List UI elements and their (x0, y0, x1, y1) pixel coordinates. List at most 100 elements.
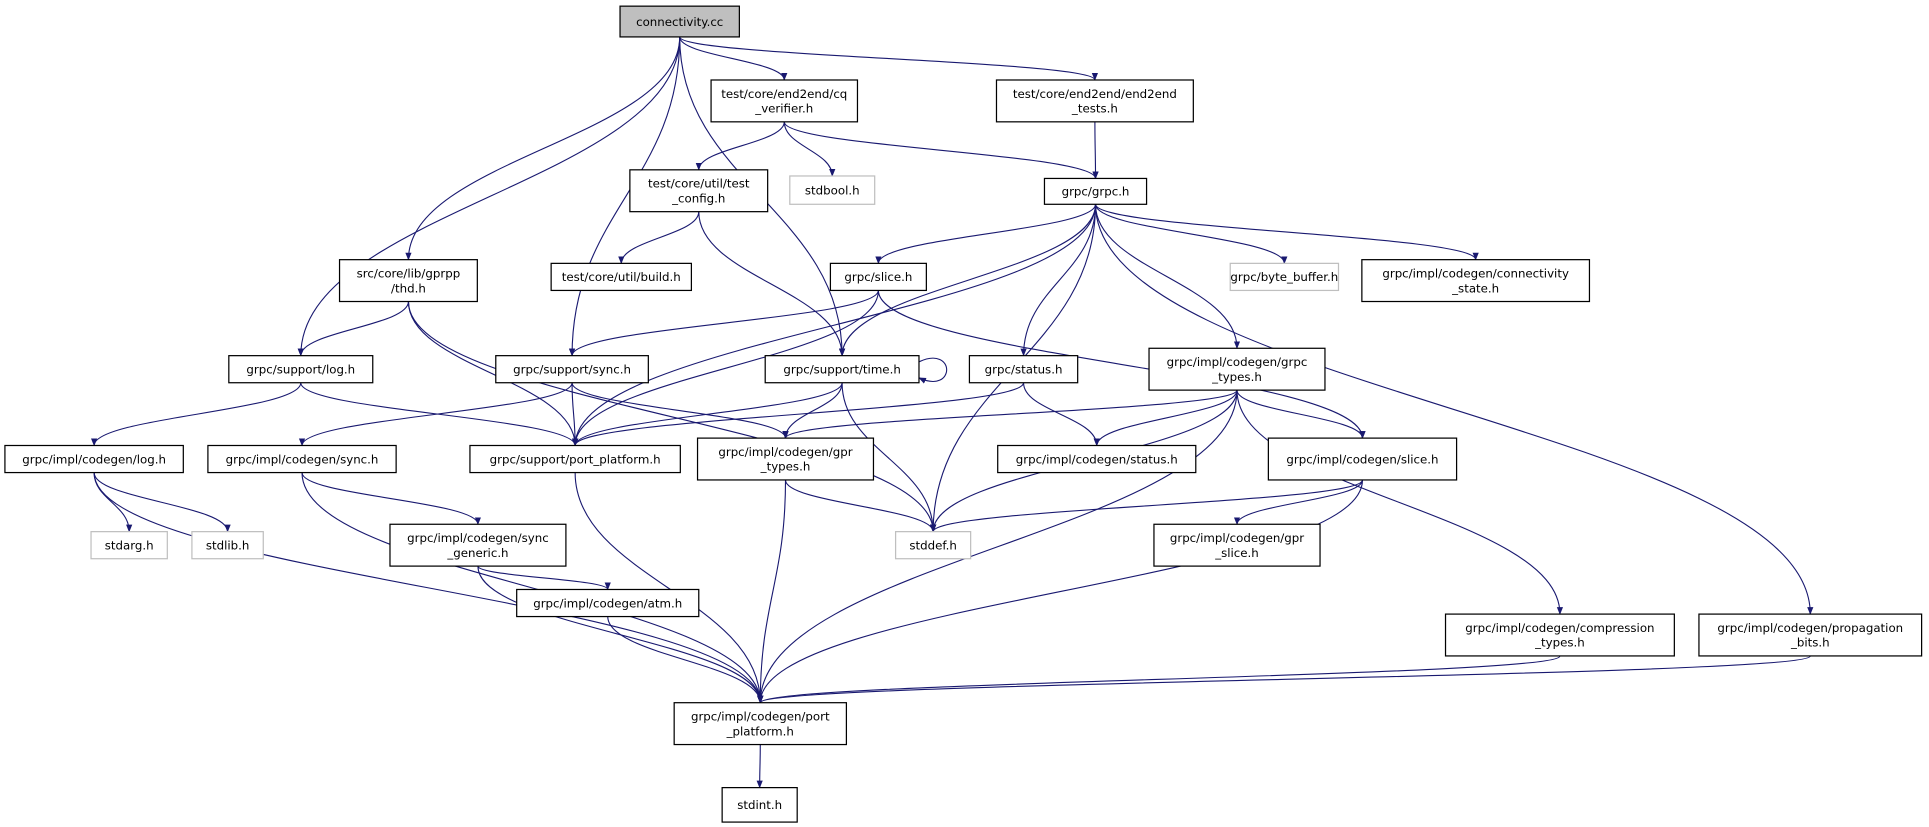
edge-syncgen-to-cpp (477, 566, 764, 704)
edge-cqv-to-tcfg (695, 121, 785, 171)
node-stddef-h[interactable]: stddef.h (894, 531, 972, 560)
node-grpc-impl-codegen-connectivity-state-h[interactable]: grpc/impl/codegen/connectivity_state.h (1361, 259, 1591, 303)
node-label: stdarg.h (105, 538, 154, 552)
edge-spp-to-cpp (574, 472, 764, 704)
edge-slice-to-cslice (877, 290, 1366, 439)
edge-thd-to-spp (407, 301, 579, 447)
node-box (995, 79, 1194, 123)
edge-grpc-to-bytebuf (1094, 204, 1288, 265)
node-box (997, 444, 1197, 474)
node-box (696, 437, 875, 481)
node-stdbool-h[interactable]: stdbool.h (789, 175, 876, 205)
edge-cc-to-log (297, 36, 681, 357)
node-grpc-impl-codegen-grpc-types-h[interactable]: grpc/impl/codegen/grpc_types.h (1148, 347, 1326, 391)
edge-grpc-to-connstate (1094, 204, 1479, 261)
node-box (228, 355, 374, 384)
node-box (1361, 259, 1591, 303)
node-label: grpc/impl/codegen/gpr_slice.h (1170, 531, 1304, 560)
node-label: grpc/impl/codegen/port_platform.h (691, 710, 830, 739)
node-box (1698, 613, 1923, 657)
node-grpc-impl-codegen-gpr-slice-h[interactable]: grpc/impl/codegen/gpr_slice.h (1153, 523, 1321, 567)
edge-syncgen-to-atm (477, 565, 611, 591)
edge-clog-to-cpp (93, 472, 764, 704)
node-box (710, 79, 859, 123)
edge-thd-to-stddef (407, 301, 937, 533)
node-grpc-impl-codegen-log-h[interactable]: grpc/impl/codegen/log.h (4, 444, 184, 474)
node-label: test/core/end2end/cq_verifier.h (721, 87, 847, 116)
node-label: src/core/lib/gprpp/thd.h (357, 267, 461, 296)
node-label: grpc/support/port_platform.h (490, 452, 661, 466)
node-grpc-impl-codegen-slice-h[interactable]: grpc/impl/codegen/slice.h (1267, 437, 1458, 481)
node-box (673, 702, 848, 746)
node-box (389, 523, 567, 567)
node-grpc-impl-codegen-sync-generic-h[interactable]: grpc/impl/codegen/sync_generic.h (389, 523, 567, 567)
edge-time-to-spp (572, 382, 843, 447)
node-grpc-byte-buffer-h[interactable]: grpc/byte_buffer.h (1229, 262, 1340, 292)
node-grpc-support-time-h[interactable]: grpc/support/time.h (764, 355, 920, 384)
node-grpc-impl-codegen-compression-types-h[interactable]: grpc/impl/codegen/compression_types.h (1444, 613, 1675, 657)
node-label: grpc/grpc.h (1062, 185, 1130, 199)
node-label: grpc/impl/codegen/connectivity_state.h (1382, 267, 1569, 296)
node-box (469, 444, 681, 474)
node-grpc-grpc-h[interactable]: grpc/grpc.h (1043, 177, 1148, 205)
node-label: stddef.h (909, 538, 957, 552)
node-stdint-h[interactable]: stdint.h (721, 787, 798, 823)
node-label: grpc/impl/codegen/sync_generic.h (407, 531, 549, 560)
node-stdlib-h[interactable]: stdlib.h (191, 531, 264, 560)
edge-sync-to-csync (298, 382, 573, 447)
node-label: stdint.h (737, 798, 782, 812)
node-box (1153, 523, 1321, 567)
node-label: grpc/impl/codegen/sync.h (226, 452, 379, 466)
edge-clog-to-stdlib (93, 472, 231, 533)
node-box (789, 175, 876, 205)
node-test-core-end2end-cq-verifier-h[interactable]: test/core/end2end/cq_verifier.h (710, 79, 859, 123)
node-grpc-status-h[interactable]: grpc/status.h (968, 355, 1079, 384)
node-box (4, 444, 184, 474)
node-test-core-end2end-end2end-tests-h[interactable]: test/core/end2end/end2end_tests.h (995, 79, 1194, 123)
node-label: grpc/impl/codegen/slice.h (1286, 452, 1438, 466)
node-test-core-util-test-config-h[interactable]: test/core/util/test_config.h (629, 169, 769, 213)
node-label: stdbool.h (805, 183, 860, 197)
node-grpc-impl-codegen-status-h[interactable]: grpc/impl/codegen/status.h (997, 444, 1197, 474)
node-box (1229, 262, 1340, 292)
node-label: grpc/slice.h (844, 270, 912, 284)
node-src-core-lib-gprpp-thd-h[interactable]: src/core/lib/gprpp/thd.h (338, 259, 478, 303)
node-grpc-support-log-h[interactable]: grpc/support/log.h (228, 355, 374, 384)
edge-gtypes-to-comp (1236, 390, 1564, 615)
node-test-core-util-build-h[interactable]: test/core/util/build.h (550, 262, 693, 292)
edge-slice-to-sync (569, 290, 879, 357)
node-box (629, 169, 769, 213)
node-label: grpc/impl/codegen/atm.h (533, 596, 682, 610)
edge-sync-to-gprtypes (571, 382, 789, 439)
node-grpc-impl-codegen-port-platform-h[interactable]: grpc/impl/codegen/port_platform.h (673, 702, 848, 746)
nodes-layer: connectivity.cc test/core/end2end/cq_veri… (4, 5, 1923, 823)
node-box (1148, 347, 1326, 391)
node-box (191, 531, 264, 560)
node-stdarg-h[interactable]: stdarg.h (90, 531, 168, 560)
edge-log-to-clog (91, 382, 302, 447)
node-grpc-impl-codegen-atm-h[interactable]: grpc/impl/codegen/atm.h (516, 588, 700, 618)
edge-csync-to-cpp (301, 472, 764, 704)
node-label: grpc/status.h (985, 363, 1063, 377)
node-grpc-support-port-platform-h[interactable]: grpc/support/port_platform.h (469, 444, 681, 474)
node-label: grpc/impl/codegen/status.h (1016, 452, 1178, 466)
node-grpc-support-sync-h[interactable]: grpc/support/sync.h (495, 355, 649, 384)
edge-gtypes-to-cpp (757, 390, 1238, 704)
node-box (516, 588, 700, 618)
node-grpc-impl-codegen-sync-h[interactable]: grpc/impl/codegen/sync.h (207, 444, 397, 474)
node-box (1444, 613, 1675, 657)
edge-gtypes-to-cslice (1236, 389, 1366, 439)
node-connectivity-cc[interactable]: connectivity.cc (619, 5, 740, 38)
node-grpc-impl-codegen-propagation-bits-h[interactable]: grpc/impl/codegen/propagation_bits.h (1698, 613, 1923, 657)
edge-csync-to-syncgen (301, 472, 481, 526)
node-label: grpc/support/time.h (783, 363, 900, 377)
edge-grpc-to-gtypes (1094, 204, 1241, 350)
node-grpc-impl-codegen-gpr-types-h[interactable]: grpc/impl/codegen/gpr_types.h (696, 437, 875, 481)
node-grpc-slice-h[interactable]: grpc/slice.h (829, 262, 927, 292)
edge-grpc-to-prop (1094, 204, 1814, 615)
node-label: grpc/byte_buffer.h (1230, 270, 1338, 284)
node-label: grpc/impl/codegen/log.h (22, 452, 166, 466)
edge-thd-to-log (297, 301, 409, 357)
edge-grpc-to-spp (572, 204, 1097, 447)
node-label: grpc/support/log.h (246, 363, 355, 377)
